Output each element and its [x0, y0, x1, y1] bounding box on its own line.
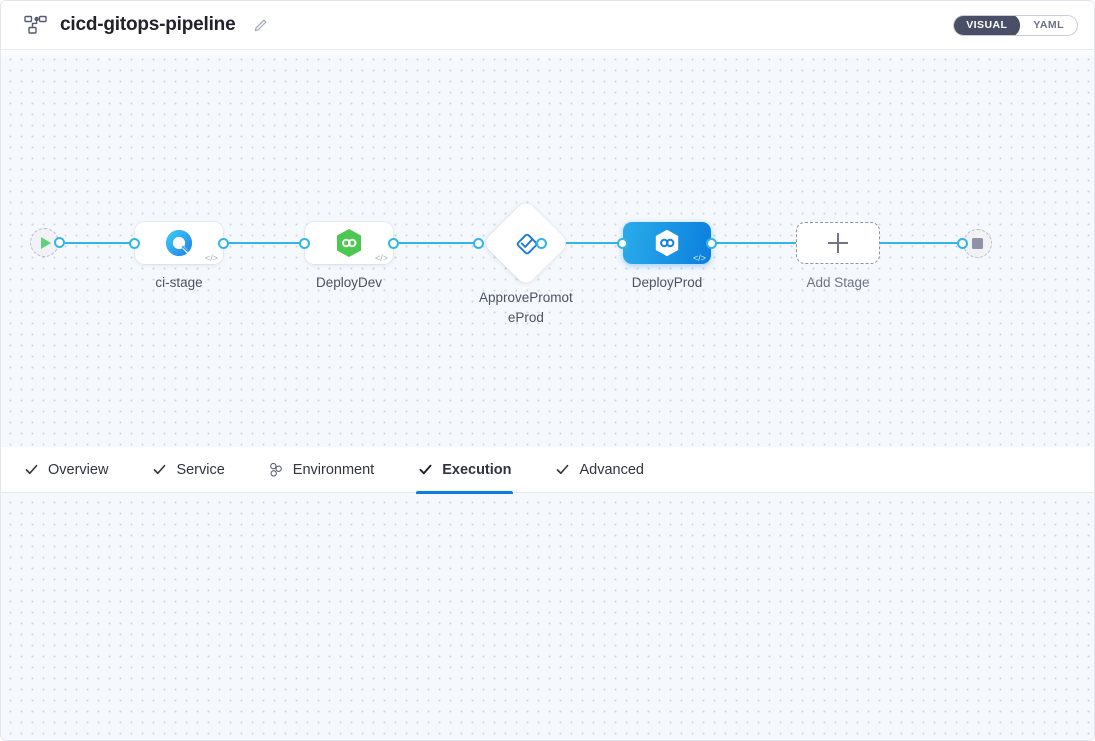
- check-icon: [555, 462, 571, 478]
- stage-canvas[interactable]: </> ci-stage </>: [1, 50, 1094, 447]
- code-glyph-icon: </>: [204, 253, 218, 263]
- stage-node-ci-stage[interactable]: </> ci-stage: [129, 222, 229, 293]
- tab-advanced[interactable]: Advanced: [555, 447, 666, 493]
- ci-stage-input-port[interactable]: [129, 238, 140, 249]
- edge-deploydev-to-approve: [399, 242, 481, 244]
- tab-label: Advanced: [579, 461, 645, 478]
- approve-input-port[interactable]: [473, 238, 484, 249]
- check-icon: [151, 462, 167, 478]
- tab-environment[interactable]: Environment: [268, 447, 395, 493]
- deploydev-output-port[interactable]: [388, 238, 399, 249]
- argo-hexagon-green-icon: [335, 228, 363, 258]
- stage-card[interactable]: </>: [305, 222, 393, 264]
- code-glyph-icon: </>: [374, 253, 388, 263]
- pipeline-start-node[interactable]: [30, 228, 65, 257]
- tab-label: Overview: [48, 461, 109, 478]
- stage-node-deployprod[interactable]: </> DeployProd: [617, 222, 717, 293]
- approval-diamond-check-icon: [511, 228, 541, 258]
- page-title: cicd-gitops-pipeline: [60, 14, 236, 35]
- edge-addstage-to-end: [880, 242, 967, 244]
- code-glyph-icon: </>: [692, 253, 706, 263]
- deploydev-input-port[interactable]: [299, 238, 310, 249]
- tab-execution[interactable]: Execution: [416, 447, 532, 494]
- deployprod-output-port[interactable]: [706, 238, 717, 249]
- pencil-edit-icon[interactable]: [252, 17, 269, 34]
- tab-overview[interactable]: Overview: [23, 447, 129, 493]
- stage-node-approvepromoteprod[interactable]: ApprovePromot eProd: [473, 199, 573, 327]
- stage-card[interactable]: </>: [135, 222, 223, 264]
- pipeline-graph-icon: [23, 14, 49, 36]
- start-output-port[interactable]: [54, 237, 65, 248]
- environment-cluster-icon: [268, 462, 284, 478]
- edge-deployprod-to-addstage: [711, 242, 796, 244]
- tab-label: Environment: [292, 461, 375, 478]
- view-mode-toggle[interactable]: VISUAL YAML: [953, 14, 1078, 36]
- header-left-group: cicd-gitops-pipeline: [23, 14, 269, 36]
- stage-label: ApprovePromot eProd: [479, 290, 573, 325]
- section-tabs[interactable]: Overview Service Environment Execution: [1, 447, 1094, 494]
- stop-icon: [972, 238, 983, 249]
- canvas-top-fade: [1, 50, 1094, 59]
- approve-output-port[interactable]: [536, 238, 547, 249]
- tab-label: Service: [176, 461, 225, 478]
- play-icon: [41, 236, 51, 249]
- add-stage-node[interactable]: Add Stage: [796, 222, 880, 293]
- stage-label: DeployProd: [631, 275, 703, 290]
- mode-option-visual[interactable]: VISUAL: [954, 15, 1021, 35]
- check-icon: [417, 462, 433, 478]
- stage-node-deploydev[interactable]: </> DeployDev: [299, 222, 399, 293]
- argo-hexagon-white-icon: [653, 228, 681, 258]
- add-stage-label: Add Stage: [806, 275, 870, 290]
- stage-label: DeployDev: [315, 275, 383, 290]
- ci-build-circle-icon: [164, 228, 194, 258]
- plus-icon: [828, 233, 848, 253]
- execution-steps-canvas[interactable]: </> Update Release Repo </>: [1, 493, 1094, 740]
- add-stage-button[interactable]: [796, 222, 880, 264]
- tab-label: Execution: [442, 461, 512, 478]
- ci-stage-output-port[interactable]: [218, 238, 229, 249]
- header-bar: cicd-gitops-pipeline VISUAL YAML: [1, 1, 1094, 50]
- end-input-port[interactable]: [957, 238, 968, 249]
- mode-option-yaml[interactable]: YAML: [1033, 18, 1064, 31]
- stage-label: ci-stage: [155, 275, 203, 290]
- header-right-group: VISUAL YAML: [953, 14, 1078, 36]
- check-icon: [23, 462, 39, 478]
- tab-service[interactable]: Service: [151, 447, 245, 493]
- pipeline-end-node[interactable]: [957, 229, 992, 258]
- approval-diamond-card[interactable]: [482, 199, 570, 287]
- step-edges-layer: [1, 493, 1094, 740]
- deployprod-input-port[interactable]: [617, 238, 628, 249]
- stage-card-selected[interactable]: </>: [623, 222, 711, 264]
